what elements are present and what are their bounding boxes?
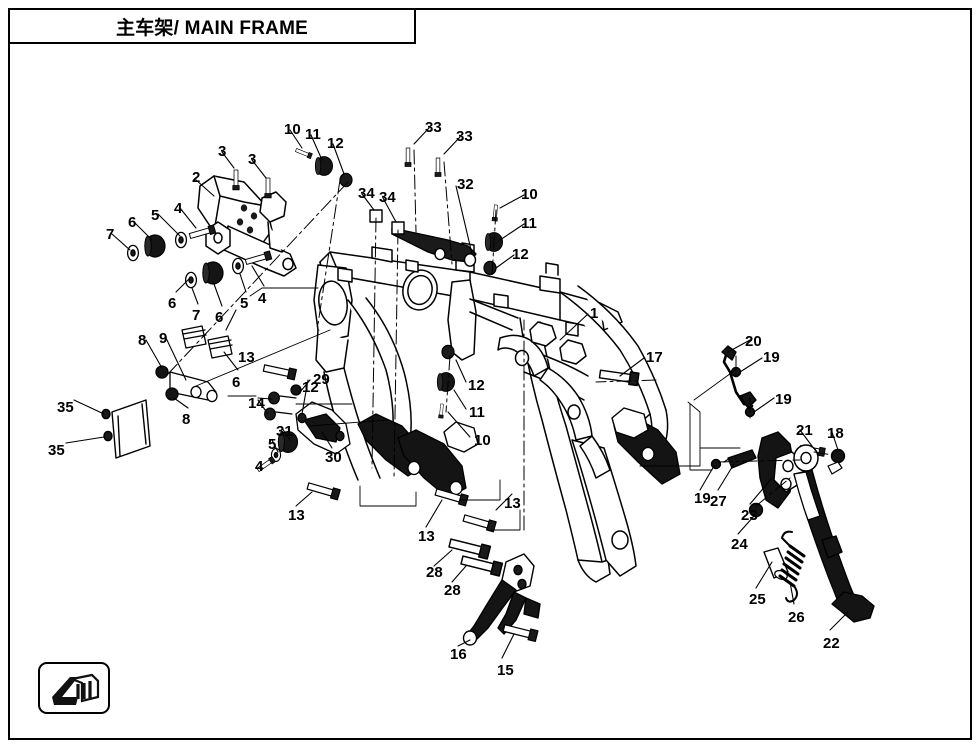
callout-5: 5 xyxy=(240,295,249,312)
callout-18: 18 xyxy=(827,425,844,442)
callout-24: 24 xyxy=(731,536,748,553)
callout-19: 19 xyxy=(775,391,792,408)
manufacturer-logo-box xyxy=(38,662,110,714)
callout-17: 17 xyxy=(646,349,663,366)
callout-29: 29 xyxy=(313,371,330,388)
callout-10: 10 xyxy=(521,186,538,203)
callout-1: 1 xyxy=(590,305,599,322)
callout-27: 27 xyxy=(710,493,727,510)
callout-6: 6 xyxy=(168,295,177,312)
callout-4: 4 xyxy=(255,458,264,475)
callout-12: 12 xyxy=(302,379,319,396)
callout-32: 32 xyxy=(457,176,474,193)
callout-21: 21 xyxy=(796,422,813,439)
callout-8: 8 xyxy=(182,411,191,428)
callout-14: 14 xyxy=(248,395,265,412)
callout-26: 26 xyxy=(788,609,805,626)
title-block: 主车架/ MAIN FRAME xyxy=(8,8,416,44)
callout-12: 12 xyxy=(327,135,344,152)
callout-28: 28 xyxy=(426,564,443,581)
callout-11: 11 xyxy=(521,215,537,232)
callout-3: 3 xyxy=(218,143,227,160)
callout-31: 31 xyxy=(276,423,293,440)
callout-7: 7 xyxy=(192,307,201,324)
callout-19: 19 xyxy=(763,349,780,366)
callout-11: 11 xyxy=(469,404,485,421)
callout-33: 33 xyxy=(425,119,442,136)
callout-13: 13 xyxy=(418,528,435,545)
callout-35: 35 xyxy=(57,399,74,416)
callout-12: 12 xyxy=(468,377,485,394)
callout-35: 35 xyxy=(48,442,65,459)
callout-23: 23 xyxy=(741,507,758,524)
callout-15: 15 xyxy=(497,662,514,679)
callout-10: 10 xyxy=(284,121,301,138)
callout-30: 30 xyxy=(325,449,342,466)
callout-5: 5 xyxy=(151,207,160,224)
page-border xyxy=(8,8,972,740)
callout-9: 9 xyxy=(159,330,168,347)
callout-3: 3 xyxy=(248,151,257,168)
callout-22: 22 xyxy=(823,635,840,652)
callout-10: 10 xyxy=(474,432,491,449)
callout-20: 20 xyxy=(745,333,762,350)
callout-16: 16 xyxy=(450,646,467,663)
callout-7: 7 xyxy=(106,226,115,243)
callout-6: 6 xyxy=(215,309,224,326)
callout-6: 6 xyxy=(232,374,241,391)
page-title: 主车架/ MAIN FRAME xyxy=(116,17,308,39)
callout-13: 13 xyxy=(238,349,255,366)
callout-6: 6 xyxy=(128,214,137,231)
cfmoto-arrow-logo-icon xyxy=(52,673,100,705)
callout-19: 19 xyxy=(694,490,711,507)
callout-25: 25 xyxy=(749,591,766,608)
callout-4: 4 xyxy=(258,290,267,307)
callout-33: 33 xyxy=(456,128,473,145)
callout-2: 2 xyxy=(192,169,201,186)
callout-28: 28 xyxy=(444,582,461,599)
callout-13: 13 xyxy=(288,507,305,524)
callout-5: 5 xyxy=(268,436,277,453)
callout-34: 34 xyxy=(358,185,375,202)
callout-4: 4 xyxy=(174,200,183,217)
callout-11: 11 xyxy=(305,126,321,143)
callout-34: 34 xyxy=(379,189,396,206)
callout-13: 13 xyxy=(504,495,521,512)
callout-8: 8 xyxy=(138,332,147,349)
callout-12: 12 xyxy=(512,246,529,263)
